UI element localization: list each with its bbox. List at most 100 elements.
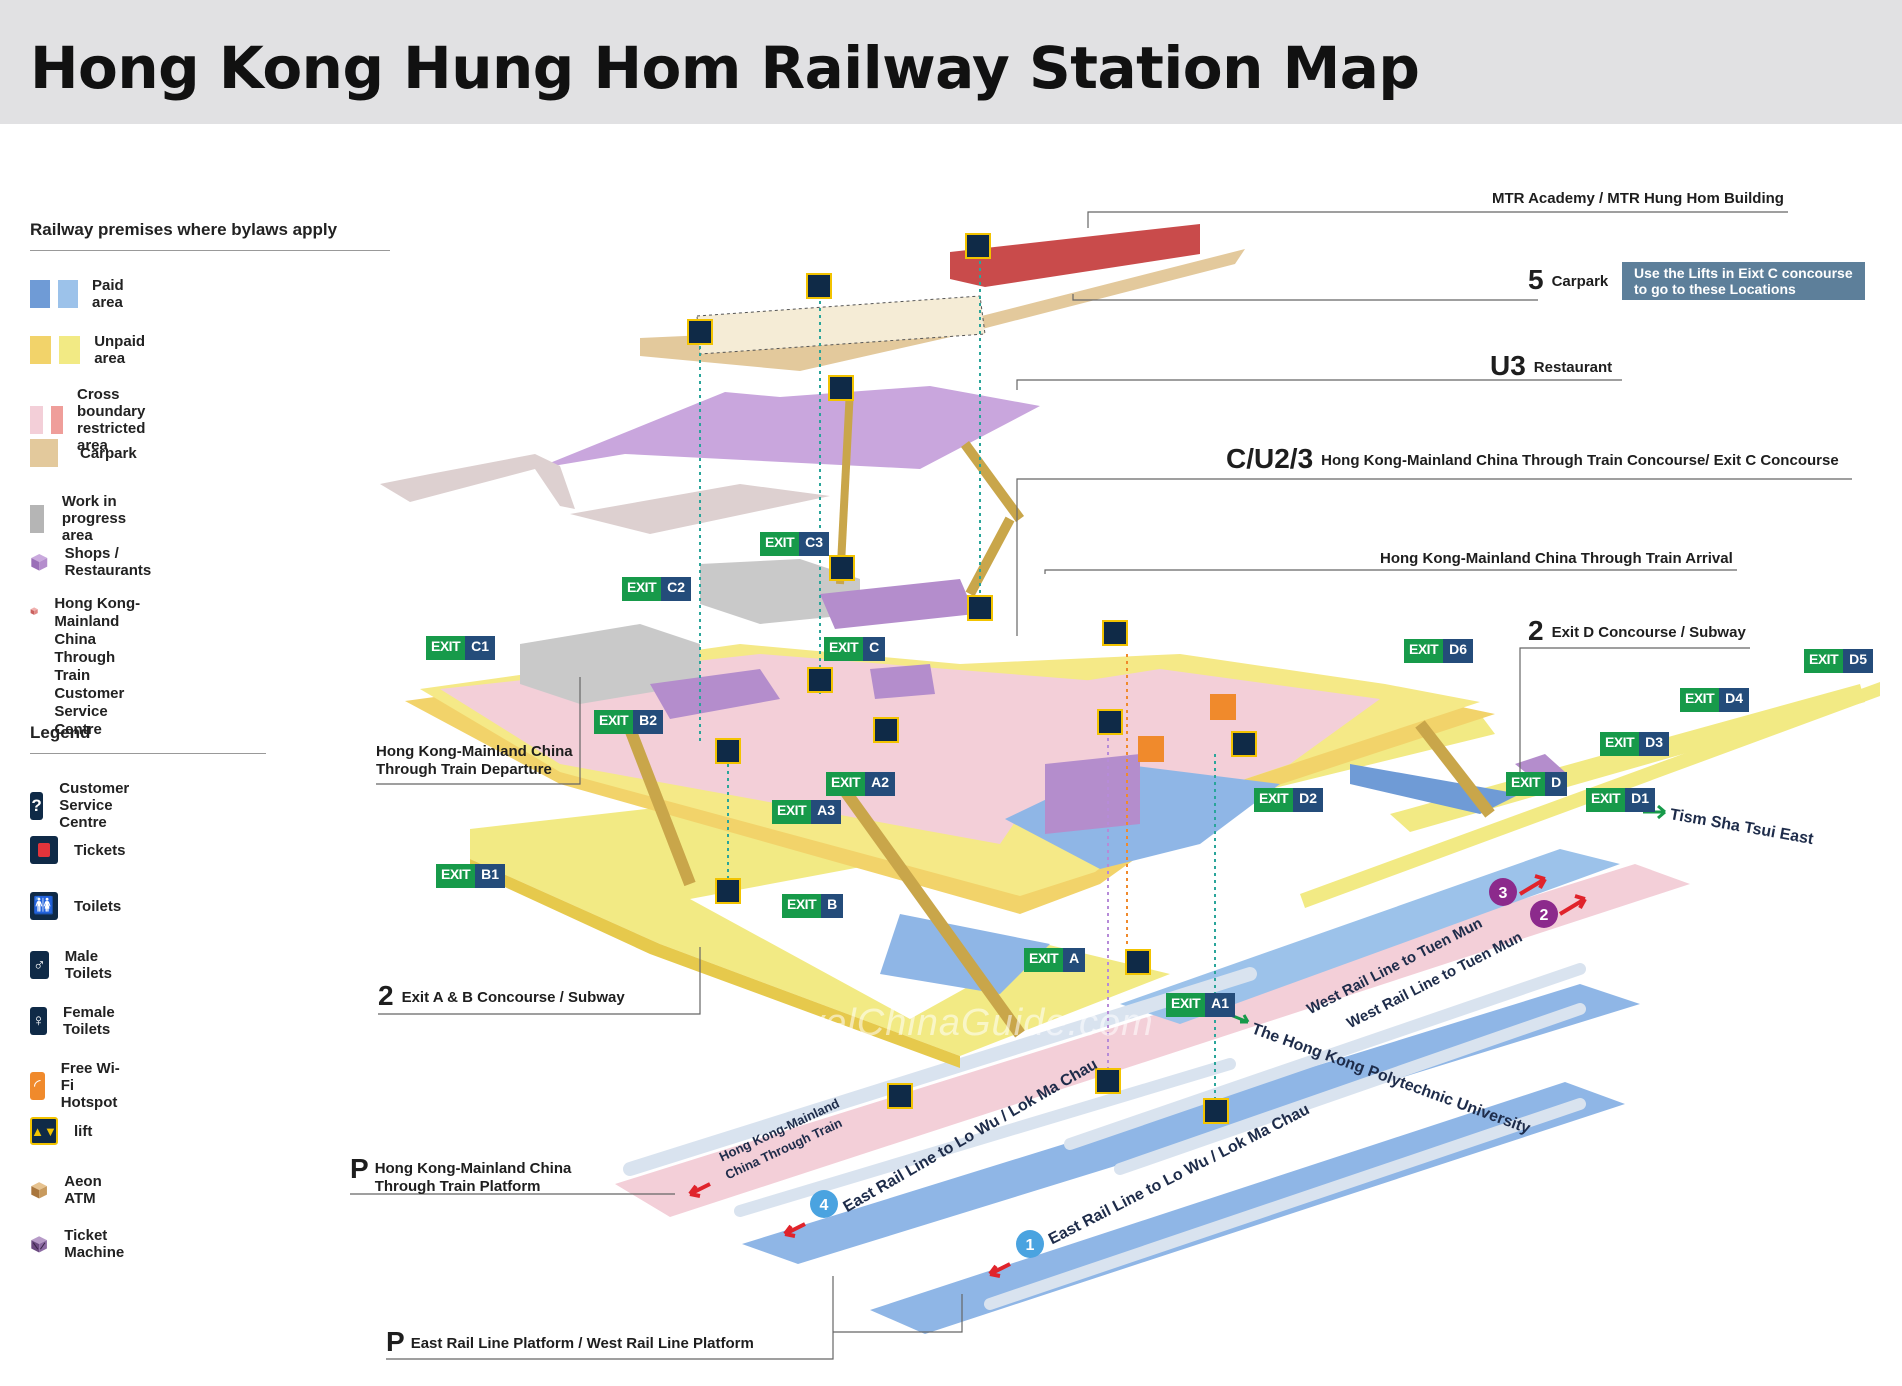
shops-block-2 — [820, 579, 975, 629]
stair-u3-c — [960, 441, 1025, 522]
cross-boundary-swatch-light — [30, 406, 43, 434]
lift-icon — [687, 319, 713, 345]
paid-swatch-dark — [30, 280, 50, 308]
exit-c-code: C — [863, 637, 886, 661]
through-train-csc-label-1: Hong Kong-Mainland China Through Train — [54, 595, 141, 684]
carpark-level-text: Carpark — [1551, 273, 1609, 290]
legend-tickets: Tickets — [30, 836, 125, 864]
lift-icon — [806, 273, 832, 299]
exit-d-level-number: 2 — [1528, 615, 1544, 646]
ticket-machine-icon — [31, 1236, 47, 1253]
exit-word: EXIT — [622, 577, 662, 601]
legend-heading: Legend — [30, 723, 266, 754]
through-train-platform-slab — [615, 864, 1690, 1217]
exit-d-code: D — [1545, 772, 1568, 796]
exit-c1-code: C1 — [465, 636, 496, 660]
rail-platform-number: P — [386, 1326, 405, 1357]
cross-boundary-label: Cross boundary restricted area — [77, 386, 146, 454]
cu23-level-number: C/U2/3 — [1226, 443, 1314, 474]
lift-icon — [829, 555, 855, 581]
exit-word: EXIT — [824, 637, 864, 661]
through-train-platform-label-2: Through Train Platform — [374, 1178, 541, 1195]
departure-label-2: Through Train Departure — [376, 761, 552, 778]
legend-male-toilets: ♂ Male Toilets — [30, 948, 121, 982]
wifi-label: Free Wi-Fi Hotspot — [60, 1060, 120, 1111]
male-toilet-icon: ♂ — [30, 951, 49, 979]
east-rail-platform-slab-lower — [870, 1082, 1625, 1334]
legend-through-train-csc: Hong Kong-Mainland China Through Train C… — [30, 595, 144, 739]
lift-icon: ▲▼ — [30, 1117, 58, 1145]
symbol-legend: Legend — [30, 723, 266, 754]
legend-ticket-machine: Ticket Machine — [30, 1227, 134, 1261]
legend-customer-service: ? Customer Service Centre — [30, 780, 144, 831]
arrival-label: Hong Kong-Mainland China Through Train A… — [1380, 550, 1733, 567]
premises-heading: Railway premises where bylaws apply — [30, 220, 390, 251]
tickets-label: Tickets — [74, 841, 126, 859]
exit-ab-concourse-edge — [470, 859, 960, 1068]
west-rail-train — [1064, 963, 1586, 1150]
platform-3-badge — [1489, 878, 1517, 906]
legend-wifi: ◜ Free Wi-Fi Hotspot — [30, 1060, 131, 1111]
lift-icon — [807, 667, 833, 693]
u3-level-number: U3 — [1490, 350, 1526, 381]
wifi-icon — [1138, 736, 1164, 762]
ticket-machine-label: Ticket Machine — [64, 1227, 125, 1261]
legend-toilets: 🚻 Toilets — [30, 892, 121, 920]
lift-icon — [1125, 949, 1151, 975]
lift-icon — [873, 717, 899, 743]
exit-word: EXIT — [1586, 788, 1626, 812]
platform-4-badge — [810, 1190, 838, 1218]
female-toilet-icon: ♀ — [30, 1007, 48, 1035]
legend-shops: Shops / Restaurants — [30, 545, 161, 579]
lift-icon — [1203, 1098, 1229, 1124]
lift-icon — [715, 878, 741, 904]
carpark-swatch — [30, 439, 58, 467]
lift-icon — [887, 1083, 913, 1109]
purple-cube-icon — [31, 554, 48, 571]
toilets-label: Toilets — [74, 897, 122, 915]
legend-lift: ▲▼ lift — [30, 1117, 92, 1145]
exit-word: EXIT — [1166, 993, 1206, 1017]
legend-female-toilets: ♀ Female Toilets — [30, 1004, 126, 1038]
carpark-level-label: 5 Carpark — [1528, 264, 1608, 296]
exit-word: EXIT — [1804, 649, 1844, 673]
exit-word: EXIT — [782, 894, 822, 918]
exit-word: EXIT — [594, 710, 634, 734]
female-toilets-label: Female Toilets — [63, 1004, 115, 1038]
wip-label: Work in progress area — [61, 493, 127, 544]
platform-4-number: 4 — [820, 1197, 829, 1214]
through-train-departure-area — [440, 654, 1110, 844]
male-toilets-label: Male Toilets — [64, 948, 112, 982]
stair-c-a — [835, 780, 1025, 1038]
stair-c-b — [624, 726, 696, 887]
shops-label: Shops / Restaurants — [64, 545, 152, 579]
u3-level-text: Restaurant — [1533, 359, 1613, 376]
exit-d2-code: D2 — [1293, 788, 1324, 812]
platform-1-badge — [1016, 1230, 1044, 1258]
lift-icon — [965, 233, 991, 259]
exit-d4-code: D4 — [1719, 688, 1750, 712]
exit-word: EXIT — [1506, 772, 1546, 796]
mtr-academy-label: MTR Academy / MTR Hung Hom Building — [1492, 190, 1784, 207]
platform-3-number: 3 — [1499, 885, 1508, 902]
carpark-level-number: 5 — [1528, 264, 1544, 295]
u3-level-label: U3 Restaurant — [1490, 350, 1612, 382]
lift-icon — [1095, 1068, 1121, 1094]
legend-unpaid-area: Unpaid area — [30, 333, 159, 367]
shops-block-3 — [870, 664, 935, 699]
lift-label: lift — [74, 1122, 93, 1140]
customer-service-icon: ? — [30, 791, 44, 820]
legend-cross-boundary: Cross boundary restricted area — [30, 386, 176, 454]
carpark-note: Use the Lifts in Eixt C concourse to go … — [1622, 262, 1865, 300]
